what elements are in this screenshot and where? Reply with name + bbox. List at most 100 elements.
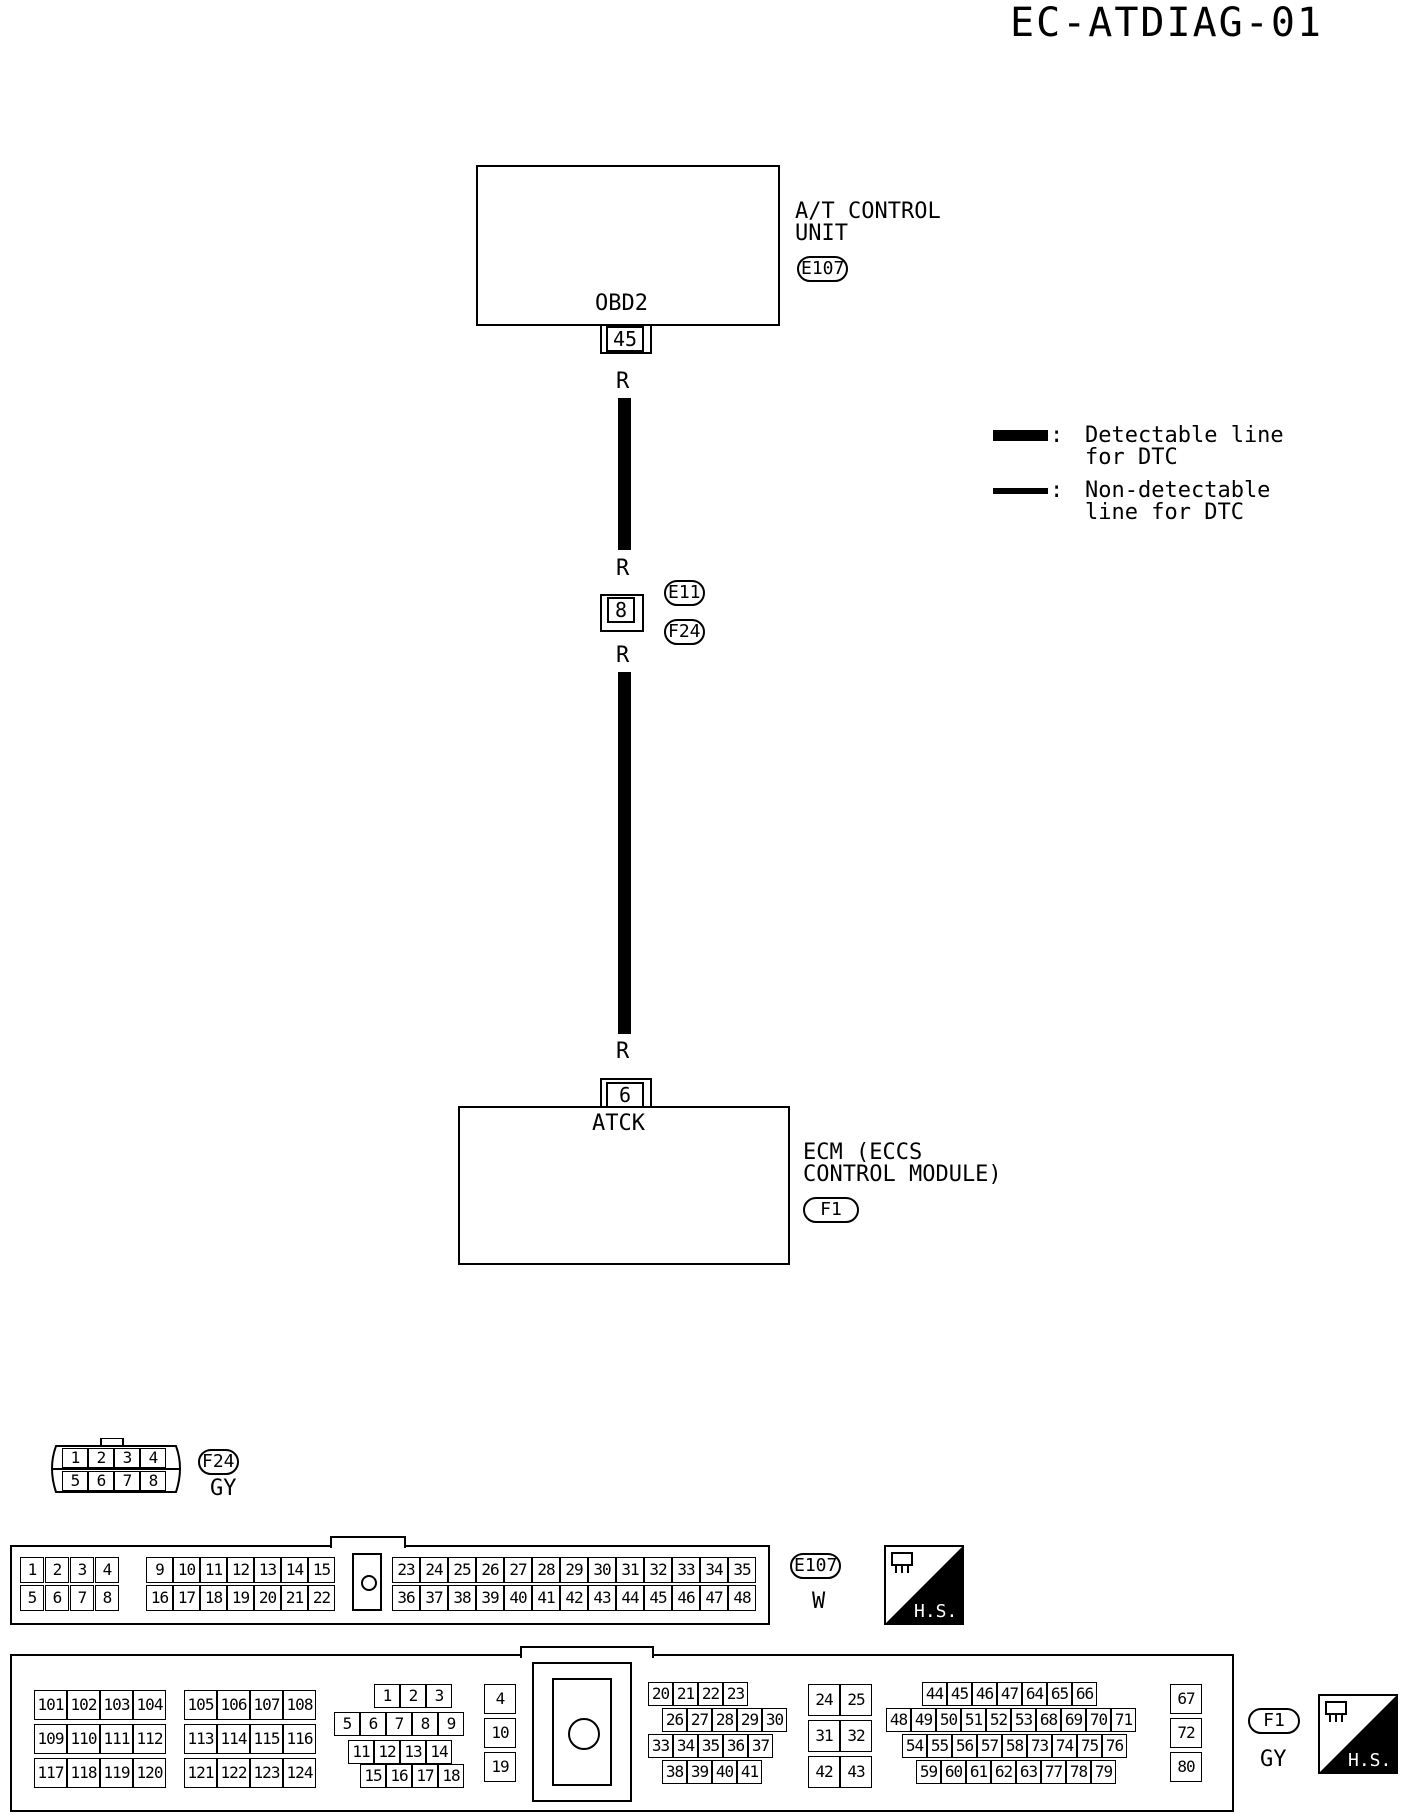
- latch-circle-icon: [568, 1718, 600, 1750]
- tcm-terminal-label: OBD2: [595, 291, 648, 316]
- terminal-cell: 32: [644, 1557, 672, 1583]
- terminal-cell: 102: [67, 1690, 100, 1720]
- terminal-cell: 76: [1102, 1734, 1127, 1758]
- tcm-pin-frame: [600, 326, 652, 354]
- f1-latch: [532, 1662, 632, 1802]
- terminal-cell: 1: [62, 1448, 88, 1468]
- terminal-cell: 78: [1066, 1760, 1091, 1784]
- terminal-cell: 55: [927, 1734, 952, 1758]
- terminal-cell: 3: [114, 1448, 140, 1468]
- terminal-cell: 9: [438, 1712, 464, 1736]
- terminal-cell: 75: [1077, 1734, 1102, 1758]
- terminal-cell: 12: [227, 1557, 254, 1583]
- terminal-cell: 22: [698, 1682, 723, 1706]
- e107-latch: [352, 1553, 382, 1611]
- ecm-pin: 6: [606, 1082, 644, 1108]
- terminal-cell: 46: [672, 1585, 700, 1611]
- terminal-cell: 38: [662, 1760, 687, 1784]
- terminal-cell: 20: [254, 1585, 281, 1611]
- legend-colon-1: :: [1050, 423, 1064, 448]
- terminal-cell: 66: [1072, 1682, 1097, 1706]
- terminal-cell: 18: [200, 1585, 227, 1611]
- wire-color-label-3: R: [616, 643, 630, 668]
- ecm-box: [458, 1106, 790, 1265]
- terminal-cell: 7: [70, 1585, 94, 1611]
- terminal-cell: 6: [45, 1585, 69, 1611]
- terminal-cell: 58: [1002, 1734, 1027, 1758]
- terminal-cell: 108: [283, 1690, 316, 1720]
- terminal-cell: 16: [386, 1764, 412, 1788]
- terminal-cell: 28: [532, 1557, 560, 1583]
- terminal-cell: 60: [941, 1760, 966, 1784]
- terminal-cell: 120: [133, 1758, 166, 1788]
- legend-nondetectable-line2: line for DTC: [1085, 500, 1244, 525]
- terminal-cell: 34: [700, 1557, 728, 1583]
- terminal-cell: 114: [217, 1724, 250, 1754]
- terminal-cell: 43: [840, 1756, 872, 1788]
- terminal-cell: 68: [1036, 1708, 1061, 1732]
- terminal-cell: 109: [34, 1724, 67, 1754]
- terminal-cell: 40: [712, 1760, 737, 1784]
- e107-connector-badge: E107: [790, 1553, 842, 1579]
- terminal-cell: 79: [1091, 1760, 1116, 1784]
- terminal-cell: 12: [374, 1740, 400, 1764]
- terminal-cell: 34: [673, 1734, 698, 1758]
- terminal-cell: 56: [952, 1734, 977, 1758]
- terminal-cell: 18: [438, 1764, 464, 1788]
- tcm-name-line1: A/T CONTROL: [795, 199, 941, 224]
- terminal-cell: 36: [723, 1734, 748, 1758]
- e107-hs-symbol: H.S.: [884, 1545, 964, 1625]
- ecm-name-line1: ECM (ECCS: [803, 1140, 923, 1165]
- terminal-cell: 121: [184, 1758, 217, 1788]
- terminal-cell: 21: [673, 1682, 698, 1706]
- terminal-cell: 24: [808, 1684, 840, 1716]
- e107-hs-label: H.S.: [914, 1601, 958, 1622]
- terminal-cell: 10: [173, 1557, 200, 1583]
- terminal-cell: 61: [966, 1760, 991, 1784]
- legend-detectable-line: [993, 430, 1048, 441]
- terminal-cell: 45: [644, 1585, 672, 1611]
- terminal-cell: 52: [986, 1708, 1011, 1732]
- terminal-cell: 4: [140, 1448, 166, 1468]
- terminal-cell: 57: [977, 1734, 1002, 1758]
- terminal-cell: 51: [961, 1708, 986, 1732]
- terminal-cell: 37: [420, 1585, 448, 1611]
- terminal-cell: 74: [1052, 1734, 1077, 1758]
- ecm-name-line2: CONTROL MODULE): [803, 1162, 1002, 1187]
- latch-circle-icon: [361, 1575, 377, 1591]
- terminal-cell: 11: [200, 1557, 227, 1583]
- terminal-cell: 5: [62, 1471, 88, 1491]
- terminal-cell: 14: [281, 1557, 308, 1583]
- terminal-cell: 13: [254, 1557, 281, 1583]
- f1-latch-inner: [552, 1678, 612, 1786]
- terminal-cell: 53: [1011, 1708, 1036, 1732]
- terminal-cell: 33: [672, 1557, 700, 1583]
- terminal-cell: 21: [281, 1585, 308, 1611]
- terminal-cell: 15: [360, 1764, 386, 1788]
- terminal-cell: 7: [114, 1471, 140, 1491]
- e107-color-label: W: [812, 1589, 826, 1614]
- terminal-cell: 20: [648, 1682, 673, 1706]
- joint-pin-frame: [600, 594, 644, 632]
- tcm-connector-badge: E107: [797, 256, 849, 282]
- legend-detectable-line1: Detectable line: [1085, 423, 1284, 448]
- terminal-cell: 115: [250, 1724, 283, 1754]
- terminal-cell: 39: [476, 1585, 504, 1611]
- terminal-cell: 67: [1170, 1684, 1202, 1714]
- terminal-cell: 48: [886, 1708, 911, 1732]
- f1-hs-symbol: H.S.: [1318, 1694, 1398, 1774]
- f1-key-tab: [520, 1646, 654, 1658]
- terminal-cell: 69: [1061, 1708, 1086, 1732]
- terminal-cell: 45: [947, 1682, 972, 1706]
- terminal-cell: 25: [448, 1557, 476, 1583]
- joint-connector-bottom-badge: F24: [664, 619, 705, 645]
- terminal-cell: 123: [250, 1758, 283, 1788]
- terminal-cell: 25: [840, 1684, 872, 1716]
- terminal-cell: 8: [140, 1471, 166, 1491]
- terminal-cell: 9: [146, 1557, 173, 1583]
- f1-color-label: GY: [1260, 1747, 1287, 1772]
- terminal-cell: 23: [723, 1682, 748, 1706]
- terminal-cell: 29: [737, 1708, 762, 1732]
- terminal-cell: 112: [133, 1724, 166, 1754]
